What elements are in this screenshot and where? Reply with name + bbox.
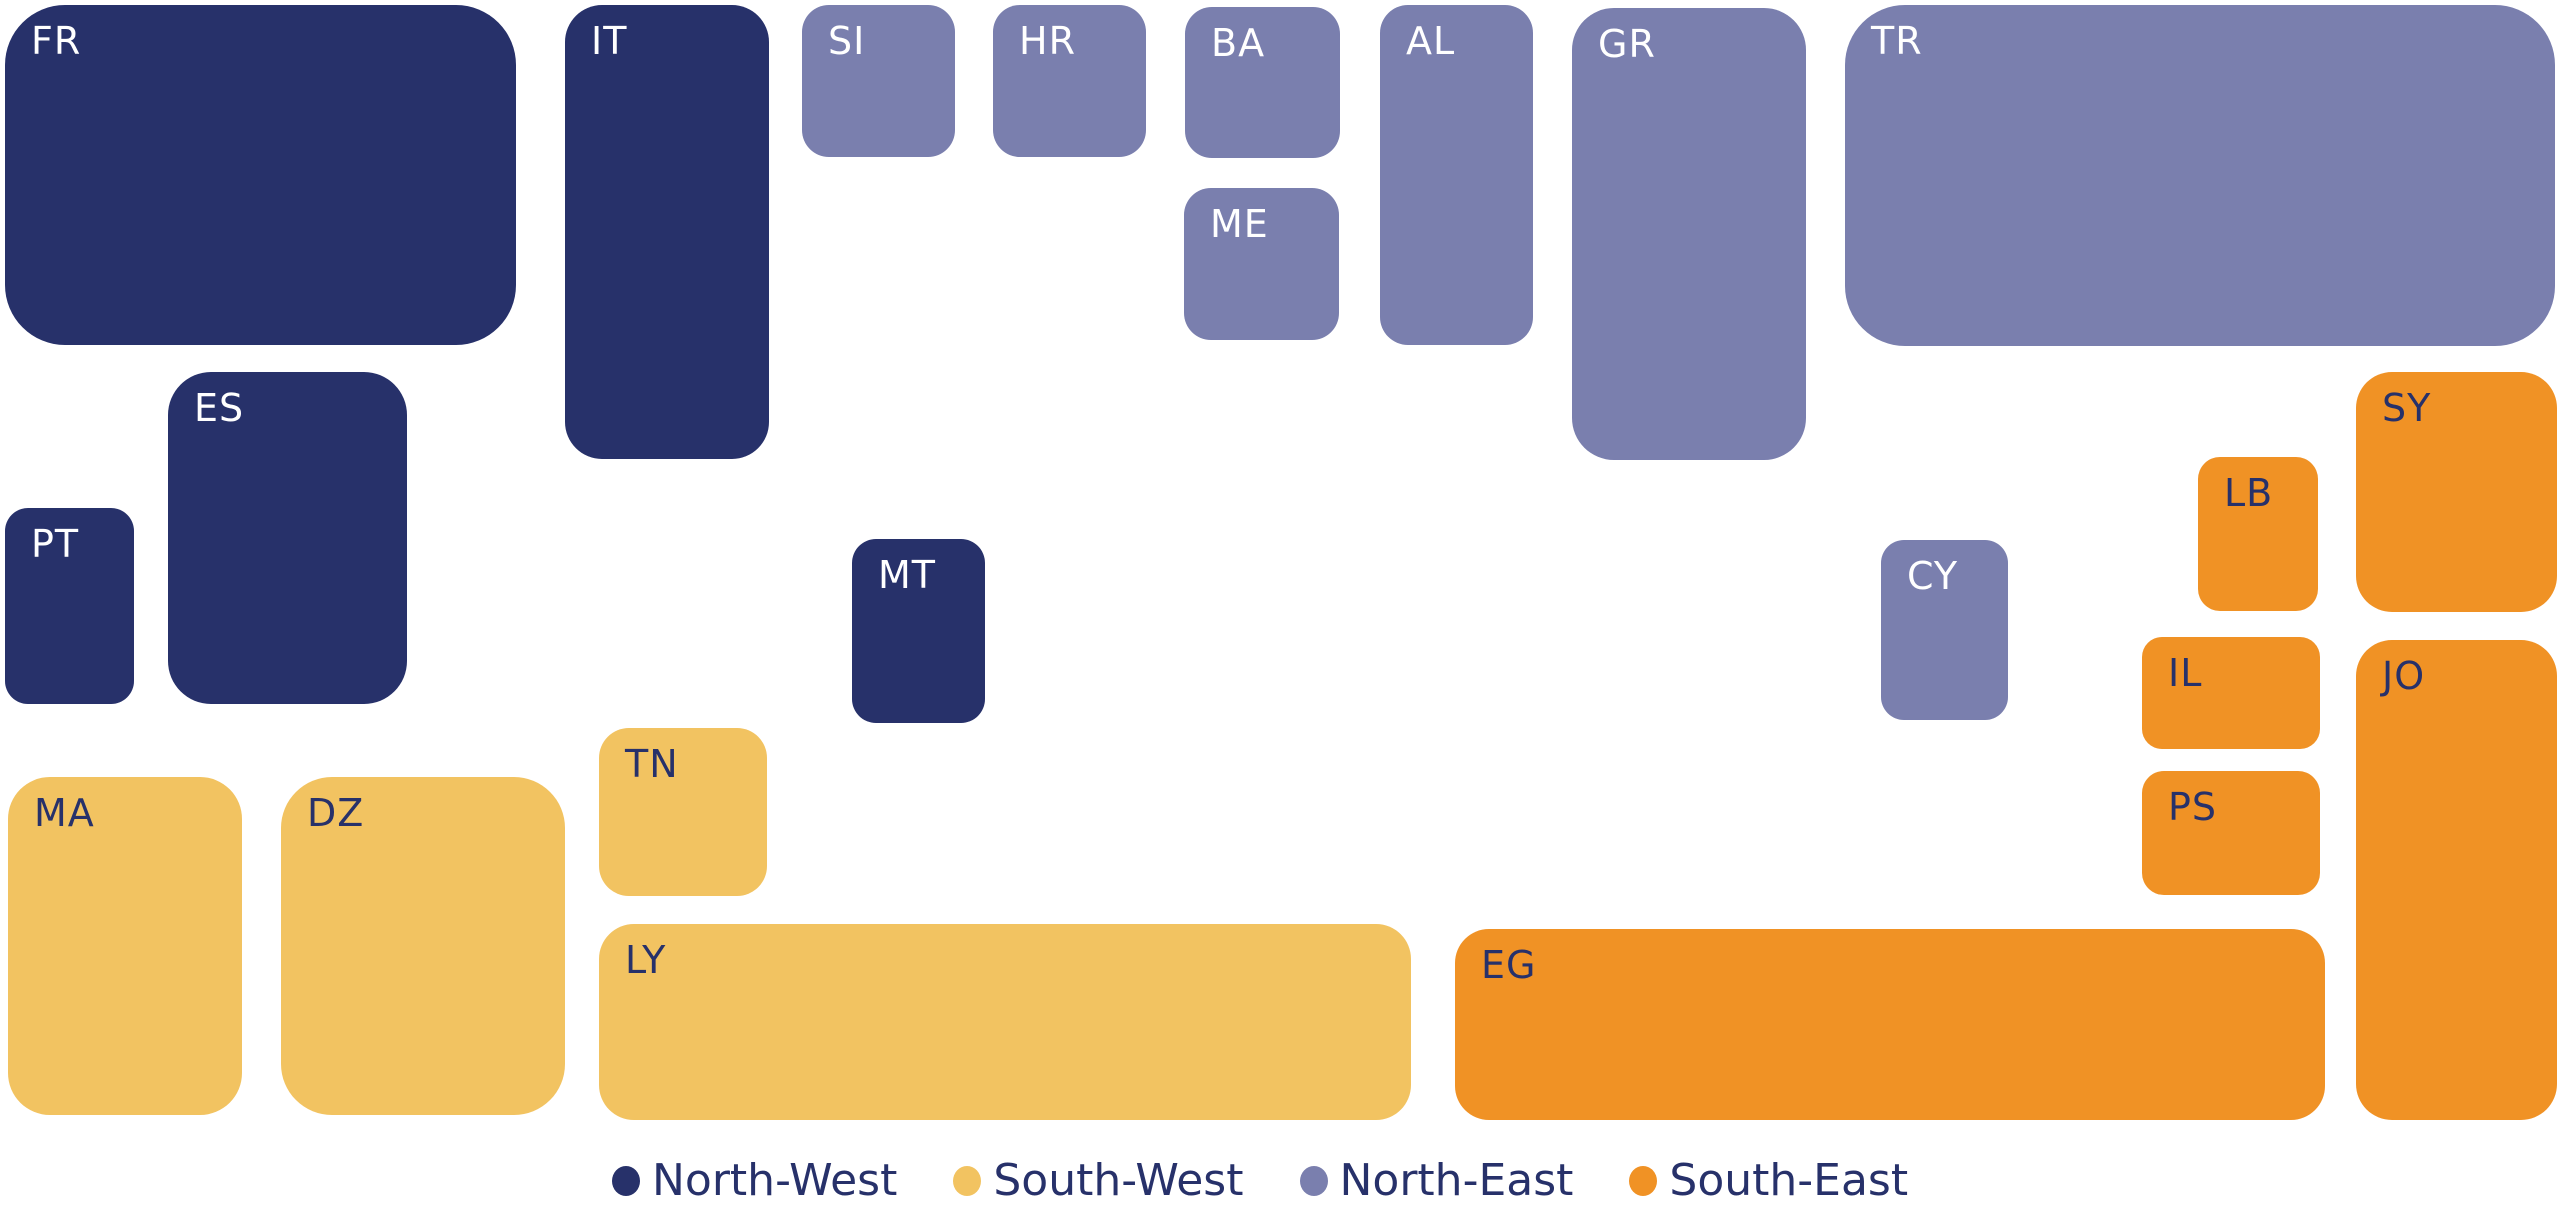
tile-cy: CY (1881, 540, 2008, 720)
tile-pt: PT (5, 508, 134, 704)
tile-dz: DZ (281, 777, 565, 1115)
tile-ps: PS (2142, 771, 2320, 895)
tile-label-gr: GR (1598, 22, 1656, 66)
tile-label-jo: JO (2382, 654, 2426, 698)
legend-item-south-west: South-West (953, 1155, 1244, 1206)
tile-label-tr: TR (1871, 19, 1923, 63)
tile-me: ME (1184, 188, 1339, 340)
tile-tn: TN (599, 728, 767, 896)
tile-it: IT (565, 5, 769, 459)
tile-label-ma: MA (34, 791, 95, 835)
tile-eg: EG (1455, 929, 2325, 1120)
tile-hr: HR (993, 5, 1146, 157)
tile-es: ES (168, 372, 407, 704)
legend-label-south-east: South-East (1669, 1155, 1909, 1206)
tile-label-hr: HR (1019, 19, 1076, 63)
tile-lb: LB (2198, 457, 2318, 611)
tile-mt: MT (852, 539, 985, 723)
legend-dot-south-west (953, 1165, 982, 1196)
legend-item-north-east: North-East (1299, 1155, 1574, 1206)
tile-il: IL (2142, 637, 2320, 749)
legend-item-south-east: South-East (1629, 1155, 1908, 1206)
tile-fr: FR (5, 5, 516, 345)
tile-tr: TR (1845, 5, 2555, 346)
tile-label-eg: EG (1481, 943, 1537, 987)
tile-label-pt: PT (31, 522, 80, 566)
tile-label-dz: DZ (307, 791, 365, 835)
tile-ma: MA (8, 777, 242, 1115)
legend-dot-north-east (1299, 1165, 1328, 1196)
tile-label-il: IL (2168, 651, 2203, 695)
tile-label-ly: LY (625, 938, 667, 982)
tile-label-ps: PS (2168, 785, 2218, 829)
tile-label-lb: LB (2224, 471, 2274, 515)
legend-dot-south-east (1629, 1165, 1658, 1196)
tile-label-it: IT (591, 19, 628, 63)
tile-label-mt: MT (878, 553, 936, 597)
legend-dot-north-west (612, 1165, 640, 1196)
tile-al: AL (1380, 5, 1533, 345)
tile-ly: LY (599, 924, 1411, 1120)
tile-ba: BA (1185, 7, 1340, 158)
tile-jo: JO (2356, 640, 2557, 1120)
tile-label-si: SI (828, 19, 866, 63)
tile-si: SI (802, 5, 955, 157)
tile-label-es: ES (194, 386, 245, 430)
tile-gr: GR (1572, 8, 1806, 460)
legend-label-north-east: North-East (1339, 1155, 1574, 1206)
tile-label-fr: FR (31, 19, 82, 63)
tile-sy: SY (2356, 372, 2557, 612)
legend-label-south-west: South-West (993, 1155, 1244, 1206)
legend: North-West South-West North-East South-E… (612, 1155, 1908, 1206)
legend-item-north-west: North-West (612, 1155, 897, 1206)
tile-label-ba: BA (1211, 21, 1266, 65)
tile-label-al: AL (1406, 19, 1456, 63)
tile-label-me: ME (1210, 202, 1269, 246)
tile-label-sy: SY (2382, 386, 2432, 430)
legend-label-north-west: North-West (652, 1155, 898, 1206)
tile-label-tn: TN (625, 742, 679, 786)
tile-label-cy: CY (1907, 554, 1959, 598)
